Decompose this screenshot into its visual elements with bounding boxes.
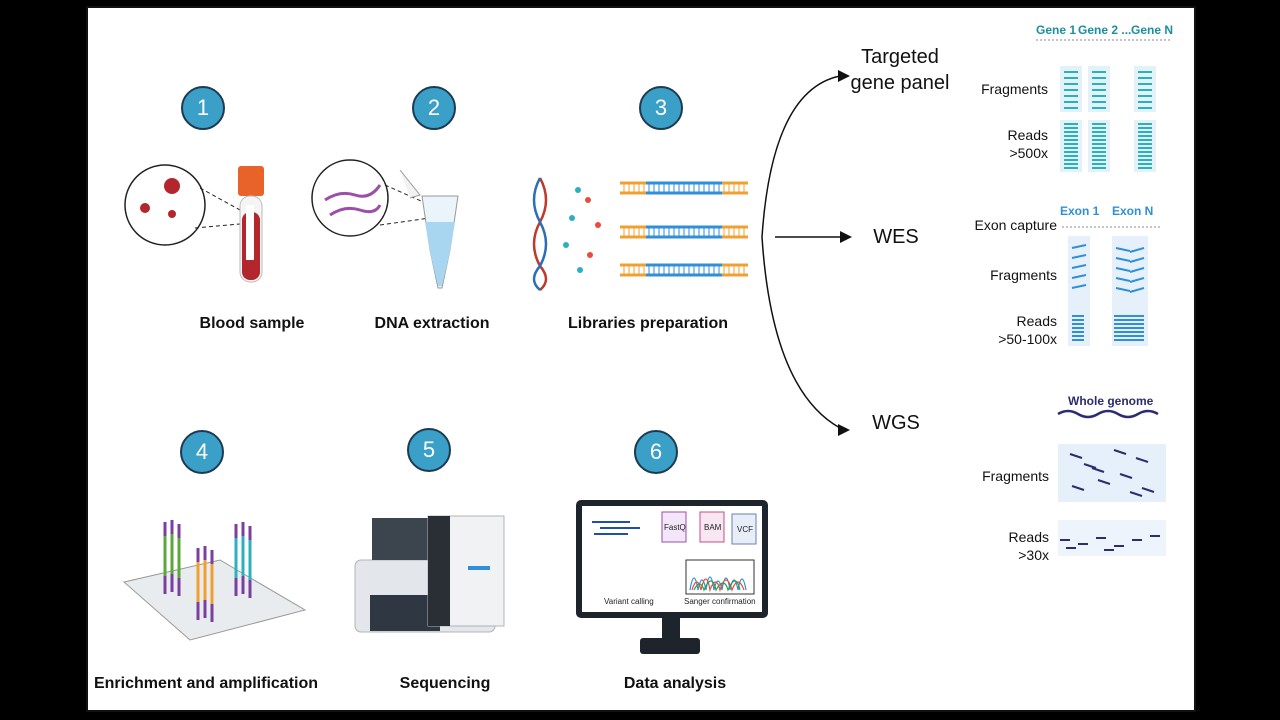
wgs-reads-depth: >30x — [1018, 547, 1049, 563]
exon-n-label: Exon N — [1112, 204, 1154, 218]
file-fastq: FastQ — [664, 523, 686, 532]
fragment-mark — [1115, 267, 1131, 272]
fragment-mark — [1071, 274, 1087, 279]
step-label-enrichment: Enrichment and amplification — [93, 675, 319, 692]
step-badge-2: 2 — [412, 86, 456, 130]
gene-1-label: Gene 1 — [1036, 23, 1077, 37]
wes-exon-capture-label: Exon capture — [974, 217, 1058, 233]
fragment-mark — [1071, 264, 1087, 269]
file-bam: BAM — [704, 523, 722, 532]
fragment-mark — [1115, 287, 1131, 292]
step-label-dna-extraction: DNA extraction — [374, 315, 490, 332]
fragment-mark — [1129, 491, 1143, 497]
step-badge-5: 5 — [407, 428, 451, 472]
file-vcf: VCF — [737, 525, 753, 534]
wgs-reads-label: Reads — [1008, 529, 1049, 545]
branch-title-targeted: Targeted gene panel — [850, 46, 950, 94]
fragment-mark — [1071, 485, 1085, 491]
targeted-panel-schematic — [1036, 39, 1170, 172]
step-badge-6: 6 — [634, 430, 678, 474]
step-label-blood-sample: Blood sample — [199, 315, 305, 332]
step-label-data-analysis: Data analysis — [623, 675, 727, 692]
variant-calling-label: Variant calling — [604, 597, 654, 606]
wes-reads-depth: >50-100x — [998, 331, 1057, 347]
fragment-mark — [1129, 287, 1145, 293]
branch-title-wgs: WGS — [872, 412, 920, 434]
fragment-mark — [1129, 257, 1145, 263]
step-badge-4: 4 — [180, 430, 224, 474]
sequencer-illustration — [354, 515, 505, 633]
branch-title-wes: WES — [873, 226, 919, 248]
whole-genome-label: Whole genome — [1068, 394, 1154, 408]
dna-extraction-illustration — [311, 159, 459, 289]
fragment-mark — [1083, 463, 1097, 469]
library-fragment — [620, 181, 748, 195]
fragment-mark — [1129, 277, 1145, 283]
fragment-mark — [1115, 247, 1131, 252]
wes-fragments-label: Fragments — [990, 267, 1057, 283]
branch-arrows — [761, 70, 852, 436]
wes-reads-label: Reads — [1016, 313, 1057, 329]
gene-2-label: Gene 2 ... — [1078, 23, 1132, 37]
step-label-sequencing: Sequencing — [399, 675, 491, 692]
step-label-libraries-preparation: Libraries preparation — [567, 315, 729, 332]
fragment-mark — [1129, 267, 1145, 273]
fragment-mark — [1115, 257, 1131, 262]
step-badge-3: 3 — [639, 86, 683, 130]
fragment-mark — [1091, 467, 1105, 473]
targeted-fragments-label: Fragments — [981, 81, 1048, 97]
enrichment-illustration — [122, 520, 307, 641]
fragment-mark — [1129, 247, 1145, 253]
step-badge-1: 1 — [181, 86, 225, 130]
wgs-fragments-label: Fragments — [982, 468, 1049, 484]
wes-schematic — [1062, 226, 1160, 346]
targeted-reads-depth: >500x — [1009, 145, 1048, 161]
sanger-confirmation-label: Sanger confirmation — [684, 597, 756, 606]
library-fragment — [620, 263, 748, 277]
fragment-mark — [1071, 284, 1087, 289]
fragment-mark — [1097, 479, 1111, 485]
exon-1-label: Exon 1 — [1060, 204, 1100, 218]
blood-sample-illustration — [124, 164, 264, 283]
fragment-mark — [1071, 244, 1087, 249]
wgs-schematic — [1057, 409, 1166, 556]
fragment-mark — [1113, 449, 1127, 455]
fragment-mark — [1119, 473, 1133, 479]
libraries-preparation-illustration — [532, 177, 748, 291]
fragment-mark — [1135, 457, 1149, 463]
monitor-illustration — [576, 500, 768, 654]
fragment-mark — [1115, 277, 1131, 282]
fragment-mark — [1071, 254, 1087, 259]
fragment-mark — [1069, 453, 1083, 459]
targeted-reads-label: Reads — [1007, 127, 1048, 143]
gene-n-label: Gene N — [1131, 23, 1174, 37]
library-fragment — [620, 225, 748, 239]
fragment-mark — [1141, 487, 1155, 493]
